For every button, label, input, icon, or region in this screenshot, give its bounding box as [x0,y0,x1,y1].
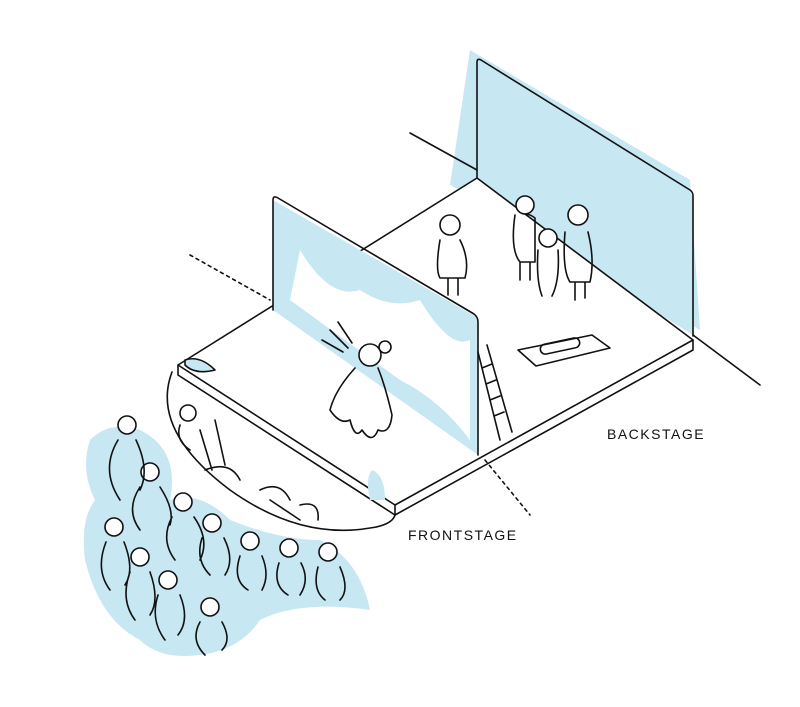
audience [83,404,370,656]
frontstage-bowl [166,371,396,532]
frontstage-label: FRONTSTAGE [408,527,518,543]
backstage-wall [450,50,700,337]
frontstage-performer [321,321,393,439]
backstage-performers [436,195,611,367]
ladder [477,344,513,441]
guide-lines [189,132,761,516]
backstage-label: BACKSTAGE [607,426,706,442]
